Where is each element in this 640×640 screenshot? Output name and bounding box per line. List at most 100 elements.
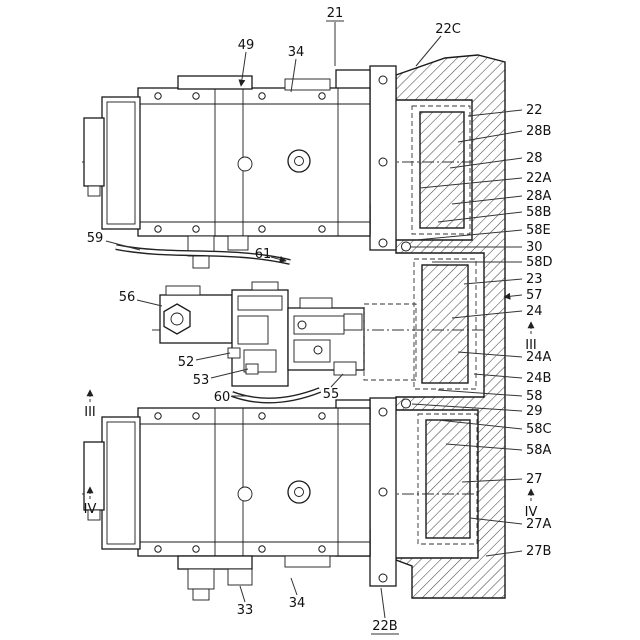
valve-fitting-55 xyxy=(333,361,357,376)
label-IV-left: IV xyxy=(84,502,97,517)
hex-nut-center xyxy=(170,312,184,326)
leader-34-top xyxy=(290,58,297,93)
label-52: 52 xyxy=(178,355,195,370)
leader-28A xyxy=(451,195,523,205)
leader-52 xyxy=(195,352,231,361)
label-59: 59 xyxy=(87,231,104,246)
label-58D: 58D xyxy=(526,255,553,270)
bottom-bolt-2 xyxy=(192,412,200,420)
leader-28B xyxy=(457,130,523,143)
valve-top-tab xyxy=(251,281,279,291)
bottom-fitting-3 xyxy=(227,568,253,586)
label-57: 57 xyxy=(526,288,543,303)
top-bolt-2 xyxy=(192,92,200,100)
leader-34-bottom xyxy=(290,577,298,596)
bottom-bolt-1 xyxy=(154,412,162,420)
leader-53 xyxy=(210,368,249,379)
label-55: 55 xyxy=(323,387,340,402)
label-28B: 28B xyxy=(526,124,551,139)
bottom-bolt-8 xyxy=(318,545,326,553)
top-flange-bolt-2 xyxy=(378,157,388,167)
web-bolt-29 xyxy=(401,398,411,409)
valve-top-boss xyxy=(299,297,333,309)
leader-22C xyxy=(415,35,442,67)
top-bolt-1 xyxy=(154,92,162,100)
leader-27 xyxy=(461,478,523,483)
bottom-flange-bolt-3 xyxy=(378,573,388,583)
top-fitting-2 xyxy=(192,255,210,269)
label-56: 56 xyxy=(119,290,136,305)
web-bolt-30 xyxy=(401,241,411,252)
label-21: 21 xyxy=(327,6,344,21)
top-motor-assembly xyxy=(83,65,397,269)
valve-fitting-right xyxy=(343,313,363,331)
leader-49 xyxy=(238,51,247,87)
top-motor-body xyxy=(137,87,371,237)
leader-57 xyxy=(503,292,523,300)
top-bolt-4 xyxy=(318,92,326,100)
top-flange-bolt-3 xyxy=(378,238,388,248)
label-29: 29 xyxy=(526,404,543,419)
leader-29 xyxy=(411,403,523,412)
label-34-bottom: 34 xyxy=(289,596,306,611)
valve-port-1 xyxy=(237,295,283,311)
top-flange-bolt-1 xyxy=(378,75,388,85)
bottom-flange-bolt-1 xyxy=(378,407,388,417)
label-24: 24 xyxy=(526,304,543,319)
label-30: 30 xyxy=(526,240,543,255)
leader-28 xyxy=(449,157,523,169)
label-22: 22 xyxy=(526,103,543,118)
leader-58 xyxy=(437,389,523,397)
bottom-bolt-4 xyxy=(318,412,326,420)
leader-23 xyxy=(463,278,523,285)
bottom-motor-body xyxy=(137,407,371,557)
top-raised-boss xyxy=(284,78,331,91)
label-61: 61 xyxy=(255,247,272,262)
label-24B: 24B xyxy=(526,371,551,386)
hydraulic-hoses xyxy=(115,244,322,404)
label-58B: 58B xyxy=(526,205,551,220)
leader-61 xyxy=(270,255,287,263)
control-valve-assembly xyxy=(159,281,417,387)
label-27A: 27A xyxy=(526,517,552,532)
leader-lines xyxy=(86,22,535,619)
bottom-bolt-6 xyxy=(192,545,200,553)
bottom-fitting-1 xyxy=(187,568,215,590)
bottom-bolt-3 xyxy=(258,412,266,420)
leader-58E xyxy=(415,229,523,241)
bottom-raised-boss xyxy=(284,555,331,568)
top-shaft-center xyxy=(294,156,304,166)
bottom-left-block xyxy=(83,441,105,511)
leader-22 xyxy=(467,109,523,117)
label-28A: 28A xyxy=(526,189,552,204)
top-bolt-3 xyxy=(258,92,266,100)
bottom-motor-assembly xyxy=(83,397,397,601)
label-34-top: 34 xyxy=(288,45,305,60)
top-fitting-3 xyxy=(227,235,249,251)
valve-bolt-2 xyxy=(313,345,323,355)
leader-58C xyxy=(437,419,523,430)
label-27B: 27B xyxy=(526,544,551,559)
label-58E: 58E xyxy=(526,223,551,238)
label-23: 23 xyxy=(526,272,543,287)
bottom-port-circle xyxy=(237,486,253,502)
leader-27A xyxy=(469,517,523,525)
valve-frame-interface xyxy=(363,303,417,381)
bottom-shaft-center xyxy=(294,487,304,497)
leader-58A xyxy=(445,443,523,451)
bottom-gear-housing-inner xyxy=(106,421,136,545)
mount-boss-middle xyxy=(421,264,469,384)
label-53: 53 xyxy=(193,373,210,388)
top-left-nipple xyxy=(87,185,101,197)
label-22A: 22A xyxy=(526,171,552,186)
leader-22B xyxy=(380,587,386,619)
leader-55 xyxy=(330,373,344,388)
label-IV-right: IV xyxy=(525,505,538,520)
swivel-joint-cap xyxy=(165,285,201,296)
top-port-circle xyxy=(237,156,253,172)
label-58C: 58C xyxy=(526,422,552,437)
frame-hatched-body xyxy=(395,54,506,599)
leader-33 xyxy=(239,585,246,603)
top-bolt-6 xyxy=(192,225,200,233)
